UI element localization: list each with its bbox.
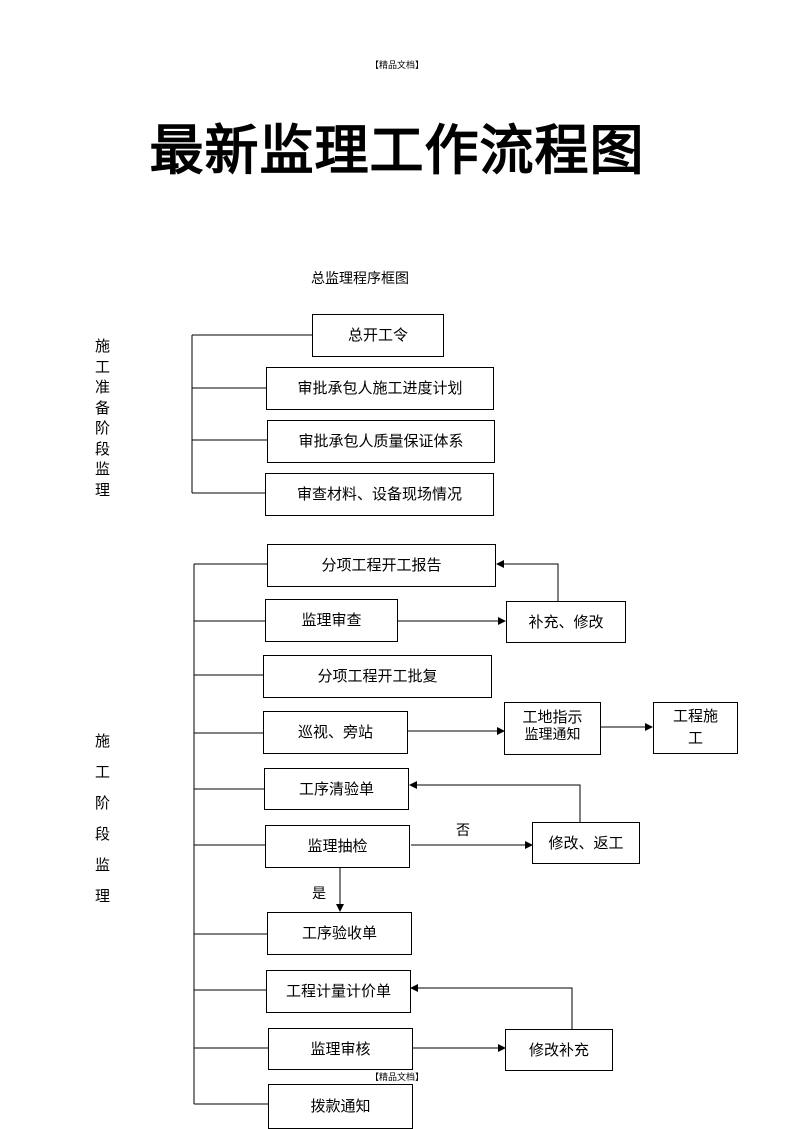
node-supplement-revise: 补充、修改 bbox=[506, 601, 626, 643]
header-note: 【精品文档】 bbox=[369, 61, 424, 71]
node-revise-rework: 修改、返工 bbox=[532, 822, 640, 864]
arrow-revise-to-measurement bbox=[410, 984, 573, 1029]
site-instruction-line-2: 监理通知 bbox=[524, 727, 581, 741]
node-approve-schedule: 审批承包人施工进度计划 bbox=[266, 367, 494, 410]
node-inspect-materials: 审查材料、设备现场情况 bbox=[265, 473, 494, 516]
node-payment-notice: 拨款通知 bbox=[268, 1084, 413, 1129]
node-start-order: 总开工令 bbox=[312, 314, 444, 357]
node-sub-start-approval: 分项工程开工批复 bbox=[263, 655, 492, 698]
node-construction: 工程施 工 bbox=[653, 702, 738, 754]
node-supervision-review: 监理审查 bbox=[265, 599, 398, 642]
construction-line-2: 工 bbox=[687, 729, 703, 747]
diagram-subtitle: 总监理程序框图 bbox=[311, 271, 409, 287]
node-site-instruction: 工地指示 监理通知 bbox=[504, 702, 601, 755]
edge-label-no: 否 bbox=[456, 823, 470, 839]
node-spot-check: 监理抽检 bbox=[265, 825, 410, 868]
arrow-rework-to-checklist bbox=[409, 781, 581, 822]
edge-label-yes: 是 bbox=[312, 886, 326, 902]
node-measurement-pricing: 工程计量计价单 bbox=[266, 970, 411, 1013]
construction-line-1: 工程施 bbox=[672, 707, 718, 726]
node-supervision-audit: 监理审核 bbox=[268, 1028, 413, 1070]
site-instruction-line-1: 工地指示 bbox=[522, 708, 583, 726]
node-approve-quality: 审批承包人质量保证体系 bbox=[267, 420, 495, 463]
prep-phase-label: 施 工 准 备 阶 段 监 理 bbox=[95, 337, 111, 499]
page-title: 最新监理工作流程图 bbox=[149, 119, 645, 182]
node-process-acceptance: 工序验收单 bbox=[267, 912, 412, 955]
node-patrol-sidestation: 巡视、旁站 bbox=[263, 711, 408, 754]
footer-note: 【精品文档】 bbox=[369, 1073, 424, 1083]
construction-phase-label: 施 工 阶 段 监 理 bbox=[95, 732, 111, 905]
node-sub-start-report: 分项工程开工报告 bbox=[267, 544, 496, 587]
node-revise-supplement: 修改补充 bbox=[505, 1029, 613, 1071]
arrow-supplement-to-report bbox=[496, 560, 559, 601]
node-process-checklist: 工序清验单 bbox=[264, 768, 409, 810]
